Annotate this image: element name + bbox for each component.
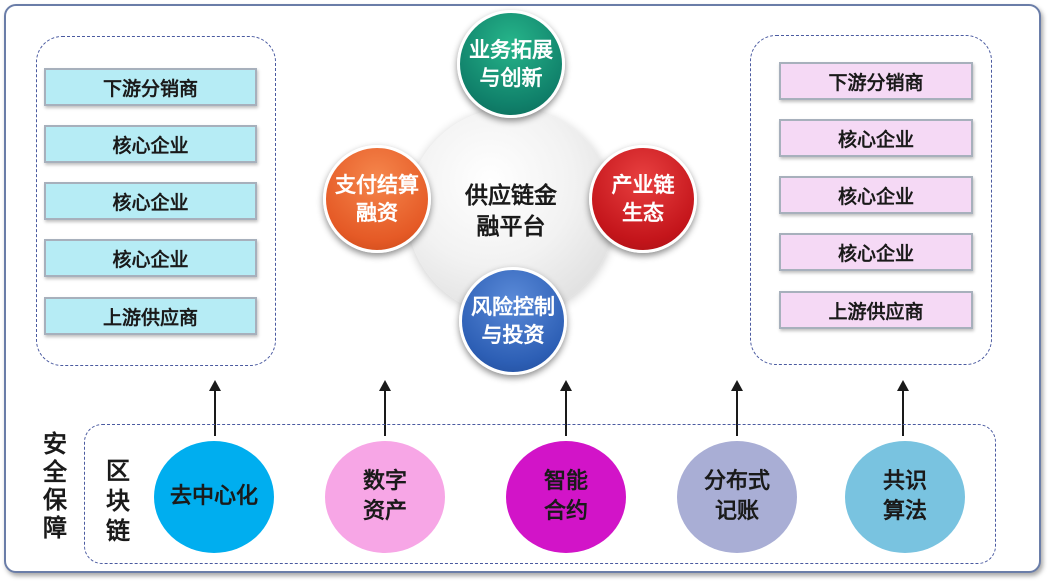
left-item-upstream-supplier: 上游供应商 — [44, 297, 257, 335]
left-item-core-enterprise-3: 核心企业 — [44, 239, 257, 277]
decentralization-label: 去中心化 — [169, 484, 258, 509]
left-item-downstream-distributor: 下游分销商 — [44, 68, 257, 106]
smart-contract-circle: 智能 合约 — [506, 441, 626, 553]
arrow-up-1 — [209, 380, 221, 436]
arrow-up-3 — [560, 380, 572, 436]
left-panel — [36, 36, 276, 366]
arrow-up-5 — [897, 380, 909, 436]
business-expansion-label: 业务拓展 与创新 — [469, 38, 553, 90]
right-item-core-enterprise-1: 核心企业 — [779, 119, 973, 157]
left-item-core-enterprise-2: 核心企业 — [44, 182, 257, 220]
digital-assets-label: 数字 资产 — [362, 469, 407, 524]
consensus-algorithm-circle: 共识 算法 — [845, 441, 965, 553]
right-item-upstream-supplier: 上游供应商 — [779, 291, 973, 329]
business-expansion-circle: 业务拓展 与创新 — [457, 10, 565, 118]
hub-label: 供应链金 融平台 — [465, 183, 557, 240]
arrow-up-2 — [379, 380, 391, 436]
smart-contract-label: 智能 合约 — [543, 469, 588, 524]
industry-chain-ecology-label: 产业链 生态 — [611, 173, 675, 225]
risk-control-investment-circle: 风险控制 与投资 — [459, 267, 567, 375]
industry-chain-ecology-circle: 产业链 生态 — [589, 145, 697, 253]
right-item-downstream-distributor: 下游分销商 — [779, 62, 973, 100]
left-item-core-enterprise-1: 核心企业 — [44, 125, 257, 163]
digital-assets-circle: 数字 资产 — [325, 441, 445, 553]
decentralization-circle: 去中心化 — [154, 441, 274, 553]
security-guarantee-label: 安 全 保 障 — [43, 430, 67, 542]
payment-financing-circle: 支付结算 融资 — [323, 145, 431, 253]
distributed-ledger-label: 分布式 记账 — [703, 469, 770, 524]
right-panel — [750, 35, 992, 365]
risk-control-investment-label: 风险控制 与投资 — [471, 295, 555, 347]
distributed-ledger-circle: 分布式 记账 — [677, 441, 797, 553]
consensus-algorithm-label: 共识 算法 — [882, 469, 927, 524]
right-item-core-enterprise-2: 核心企业 — [779, 176, 973, 214]
blockchain-label: 区 块 链 — [106, 457, 130, 545]
right-item-core-enterprise-3: 核心企业 — [779, 233, 973, 271]
blockchain-panel — [84, 424, 996, 564]
arrow-up-4 — [731, 380, 743, 436]
payment-financing-label: 支付结算 融资 — [335, 173, 419, 225]
